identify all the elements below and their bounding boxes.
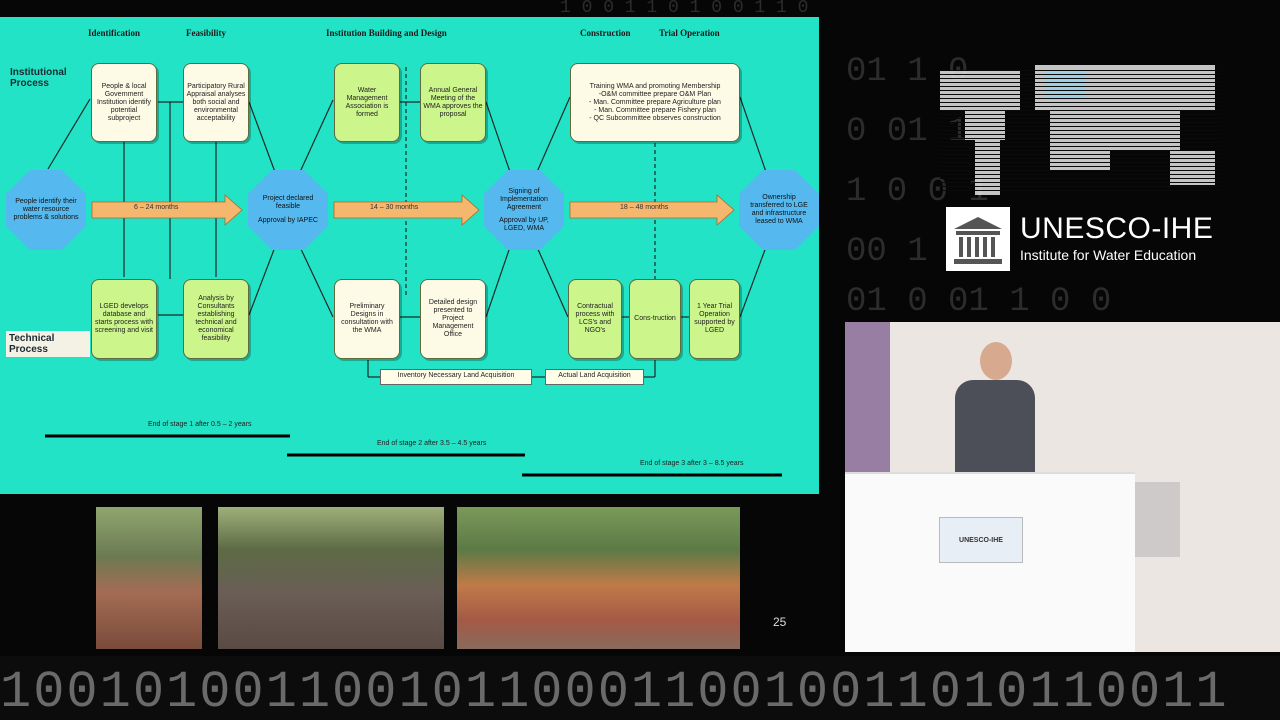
octagon-project-feasible: Project declared feasible Approval by IA… [248, 170, 328, 250]
photo-villagers-pump [96, 507, 202, 649]
box-detailed-design: Detailed design presented to Project Man… [420, 279, 486, 359]
svg-text:0 01 1: 0 01 1 [846, 113, 968, 151]
box-contractual-process: Contractual process with LCS's and NGO's [568, 279, 622, 359]
stage-2-label: End of stage 2 after 3.5 – 4.5 years [377, 440, 487, 447]
box-participatory-appraisal: Participatory Rural Appraisal analyses b… [183, 63, 249, 142]
box-lged-database: LGED develops database and starts proces… [91, 279, 157, 359]
institutional-process-label: Institutional Process [10, 67, 67, 89]
side-table [1135, 482, 1180, 557]
project-feasible-title: Project declared feasible [262, 195, 314, 210]
photo-community-meeting [218, 507, 444, 649]
screen-backdrop [845, 322, 890, 472]
box-preliminary-designs: Preliminary Designs in consultation with… [334, 279, 400, 359]
phase-identification: Identification [88, 28, 141, 38]
svg-text:00 1: 00 1 [846, 233, 928, 271]
box-construction: Cons-truction [629, 279, 681, 359]
project-feasible-approval: Approval by IAPEC [258, 217, 318, 224]
duration-arrow-1: 6 – 24 months [134, 204, 179, 211]
brand-subtitle: Institute for Water Education [1020, 247, 1197, 263]
box-wma-formed: Water Management Association is formed [334, 63, 400, 142]
svg-text:01 0 01 1 0 0: 01 0 01 1 0 0 [846, 283, 1111, 321]
box-consultant-analysis: Analysis by Consultants establishing tec… [183, 279, 249, 359]
podium-logo: UNESCO-IHE [939, 517, 1023, 563]
photo-women-group [457, 507, 740, 649]
svg-text:1 0 0 1 1 0 1 0 0 1 1 0: 1 0 0 1 1 0 1 0 0 1 1 0 [560, 0, 808, 18]
stage-1-label: End of stage 1 after 0.5 – 2 years [148, 421, 252, 428]
svg-text:1 0 0 1: 1 0 0 1 [846, 173, 989, 211]
box-inventory-land-acquisition: Inventory Necessary Land Acquisition [380, 369, 532, 385]
box-training-wma: Training WMA and promoting Membership -O… [570, 63, 740, 142]
bottom-binary-ticker: 1001010011001011000110010011010110011 [0, 663, 1229, 720]
signing-agreement-title: Signing of Implementation Agreement [500, 187, 548, 211]
unesco-temple-icon [946, 207, 1010, 271]
octagon-signing-agreement: Signing of Implementation Agreement Appr… [484, 170, 564, 250]
speaker-video [845, 322, 1280, 652]
box-people-local-government: People & local Government Institution id… [91, 63, 157, 142]
box-annual-general-meeting: Annual General Meeting of the WMA approv… [420, 63, 486, 142]
box-trial-operation: 1 Year Trial Operation supported by LGED [689, 279, 740, 359]
phase-trial-operation: Trial Operation [659, 28, 720, 38]
duration-arrow-2: 14 – 30 months [370, 204, 419, 211]
phase-feasibility: Feasibility [186, 28, 226, 38]
signing-agreement-approval: Approval by UP, LGED, WMA [499, 216, 549, 232]
octagon-people-identify: People identify their water resource pro… [6, 170, 86, 250]
octagon-ownership-transferred: Ownership transferred to LGE and infrast… [739, 170, 819, 250]
process-diagram-slide: Identification Feasibility Institution B… [0, 17, 819, 494]
box-actual-land-acquisition: Actual Land Acquisition [545, 369, 644, 385]
page-number: 25 [773, 615, 787, 629]
duration-arrow-3: 18 – 48 months [620, 204, 669, 211]
brand-name: UNESCO-IHE [1020, 212, 1214, 245]
phase-institution-building: Institution Building and Design [326, 28, 447, 38]
technical-process-label: Technical Process [6, 331, 90, 357]
phase-construction: Construction [580, 28, 631, 38]
stage-3-label: End of stage 3 after 3 – 8.5 years [640, 460, 744, 467]
speaker-figure [955, 342, 1035, 490]
